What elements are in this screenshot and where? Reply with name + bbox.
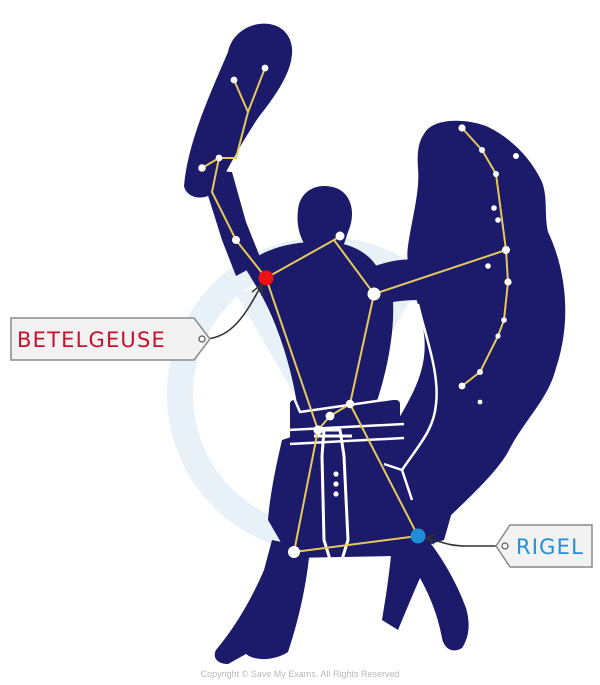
tag-hole: [502, 543, 508, 549]
star: [493, 171, 499, 177]
sword-dots: [333, 471, 338, 496]
star: [513, 153, 519, 159]
star: [479, 147, 485, 153]
star: [495, 333, 500, 338]
tag-hole: [199, 336, 205, 342]
hunter-silhouette: [184, 24, 565, 664]
rigel-star: [411, 529, 426, 544]
star: [478, 400, 483, 405]
star: [504, 278, 511, 285]
star: [232, 236, 240, 244]
star: [198, 164, 206, 172]
star: [495, 217, 501, 223]
betelgeuse-label: BETELGEUSE: [17, 328, 166, 352]
star: [336, 232, 345, 241]
star: [501, 317, 507, 323]
star: [502, 246, 510, 254]
club-silhouette: [184, 24, 292, 198]
star: [458, 124, 465, 131]
star: [491, 205, 497, 211]
rigel-label: RIGEL: [516, 535, 584, 559]
right-leg-silhouette: [382, 540, 469, 650]
star: [326, 412, 335, 421]
star: [346, 400, 354, 408]
star: [288, 546, 300, 558]
star: [477, 369, 483, 375]
star: [313, 425, 322, 434]
star: [216, 155, 223, 162]
star: [485, 263, 491, 269]
copyright-notice: Copyright © Save My Exams. All Rights Re…: [0, 669, 600, 679]
star: [368, 288, 381, 301]
star: [231, 77, 238, 84]
betelgeuse-label-tag: BETELGEUSE: [11, 318, 210, 360]
rigel-label-tag: RIGEL: [496, 525, 592, 567]
left-leg-silhouette: [215, 540, 310, 664]
betelgeuse-star: [259, 271, 274, 286]
star: [262, 65, 269, 72]
star: [459, 383, 466, 390]
